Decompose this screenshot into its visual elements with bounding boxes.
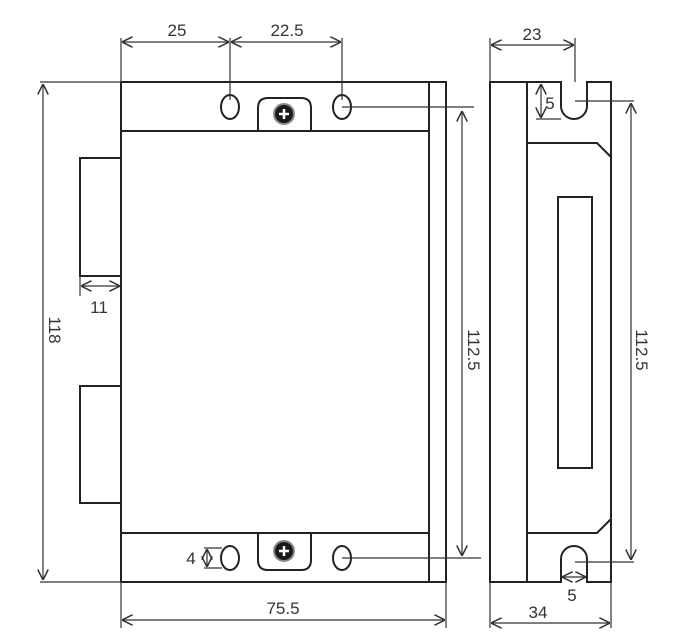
screw-tab-bottom (257, 533, 312, 571)
side-view (489, 81, 612, 583)
front-body-outline (120, 81, 447, 583)
screw-tab-top (257, 97, 312, 131)
side-bottom-chamfer (527, 518, 612, 534)
side-dimensions: 23 5 112.5 5 34 (489, 25, 651, 628)
side-top-chamfer (527, 142, 612, 158)
dim-label-hole-vertical: 112.5 (464, 329, 483, 370)
dim-label-hole-spacing: 22.5 (270, 21, 303, 40)
side-window (557, 196, 593, 469)
dim-label-slot-offset: 23 (523, 25, 542, 44)
dim-label-overall-height: 118 (45, 316, 64, 343)
front-dimensions: 25 22.5 118 11 112.5 4 75.5 (40, 21, 483, 628)
screw-icon-top (273, 103, 295, 125)
screw-icon-bottom (273, 540, 295, 562)
side-body-outline (489, 81, 612, 583)
dim-label-hole-offset: 25 (168, 21, 187, 40)
dim-label-overall-depth: 34 (529, 603, 548, 622)
dim-label-slot-depth: 5 (545, 94, 554, 113)
connector-upper (79, 157, 122, 277)
dim-label-overall-width: 75.5 (266, 599, 299, 618)
front-view (79, 81, 447, 583)
dim-label-hole-diameter: 4 (186, 549, 195, 568)
connector-lower (79, 385, 122, 504)
dim-label-slot-vertical: 112.5 (632, 329, 651, 370)
mount-hole-bottom-left (220, 545, 240, 571)
dim-label-slot-width: 5 (567, 586, 576, 605)
dim-label-connector-depth: 11 (90, 298, 108, 317)
